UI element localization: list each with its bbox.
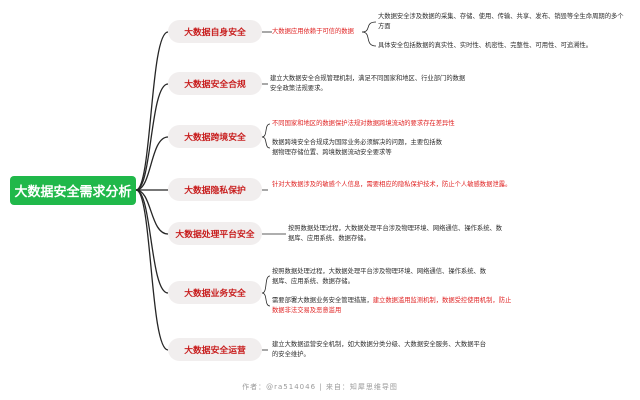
note-business-2-plain: 需要部署大数据业务安全管理措施， bbox=[272, 297, 373, 304]
note-self-main[interactable]: 大数据应用依赖于可信的数据 bbox=[272, 28, 354, 35]
note-cross-border-1[interactable]: 不同国家和地区的数据保护法规对数据跨境流动的要求存在差异性 bbox=[272, 120, 455, 127]
topic-security-compliance[interactable]: 大数据安全合规 bbox=[168, 72, 262, 95]
link-root-topic-3 bbox=[135, 136, 169, 191]
link-business1 bbox=[261, 275, 271, 294]
link-cross1 bbox=[261, 123, 271, 138]
note-self-sub2[interactable]: 具体安全包括数据的真实性、实时性、机密性、完整性、可用性、可追溯性。 bbox=[378, 42, 593, 49]
topic-data-self-security[interactable]: 大数据自身安全 bbox=[168, 20, 262, 43]
link-business2 bbox=[261, 292, 271, 307]
note-operations[interactable]: 建立大数据运营安全机制，如大数据分类分级、大数据安全服务、大数据平台的安全维护。 bbox=[272, 341, 487, 358]
link-root-topic-7 bbox=[135, 189, 169, 351]
note-business-2[interactable]: 需要部署大数据业务安全管理措施，建立数据滥用监测机制，数据受控使用机制，防止数据… bbox=[272, 296, 512, 315]
link-self-sub1 bbox=[361, 21, 377, 33]
topic-cross-border-security[interactable]: 大数据跨境安全 bbox=[168, 125, 262, 148]
link-cross2 bbox=[261, 136, 271, 149]
link-root-topic-6 bbox=[135, 189, 169, 294]
topic-security-operations[interactable]: 大数据安全运营 bbox=[168, 338, 262, 361]
note-privacy[interactable]: 针对大数据涉及的敏感个人信息，需要相应的隐私保护技术，防止个人敏感数据泄露。 bbox=[272, 181, 512, 188]
note-cross-border-2[interactable]: 数据跨境安全合规成为国际业务必须解决的问题，主要包括数据物理存储位置、跨境数据流… bbox=[272, 139, 443, 156]
root-topic[interactable]: 大数据安全需求分析 bbox=[10, 176, 136, 205]
note-platform[interactable]: 按照数据处理过程，大数据处理平台涉及物理环境、网络通信、操作系统、数据库、应用系… bbox=[288, 225, 503, 242]
note-compliance[interactable]: 建立大数据安全合规管理机制，满足不同国家和地区、行业部门的数据安全政策法规要求。 bbox=[270, 75, 466, 92]
link-self-sub2 bbox=[361, 31, 377, 47]
note-business-1[interactable]: 按照数据处理过程，大数据处理平台涉及物理环境、网络通信、操作系统、数据库、应用系… bbox=[272, 268, 487, 285]
note-self-sub1[interactable]: 大数据安全涉及数据的采集、存储、使用、传输、共享、发布、销毁等全生命周期的多个方… bbox=[378, 13, 624, 30]
footer-credit: 作者：@ra514046 | 来自：知犀思维导图 bbox=[242, 383, 398, 391]
topic-privacy-protection[interactable]: 大数据隐私保护 bbox=[168, 178, 262, 201]
note-business-2-highlight: 建立数据滥用监测机制，数据受控使用机制，防止数据非法交易及恶意滥用 bbox=[272, 297, 512, 314]
link-root-topic-2 bbox=[135, 83, 169, 191]
topic-platform-security[interactable]: 大数据处理平台安全 bbox=[168, 222, 262, 245]
topic-business-security[interactable]: 大数据业务安全 bbox=[168, 281, 262, 304]
link-root-topic-5 bbox=[135, 189, 169, 235]
link-root-topic-1 bbox=[135, 31, 169, 191]
